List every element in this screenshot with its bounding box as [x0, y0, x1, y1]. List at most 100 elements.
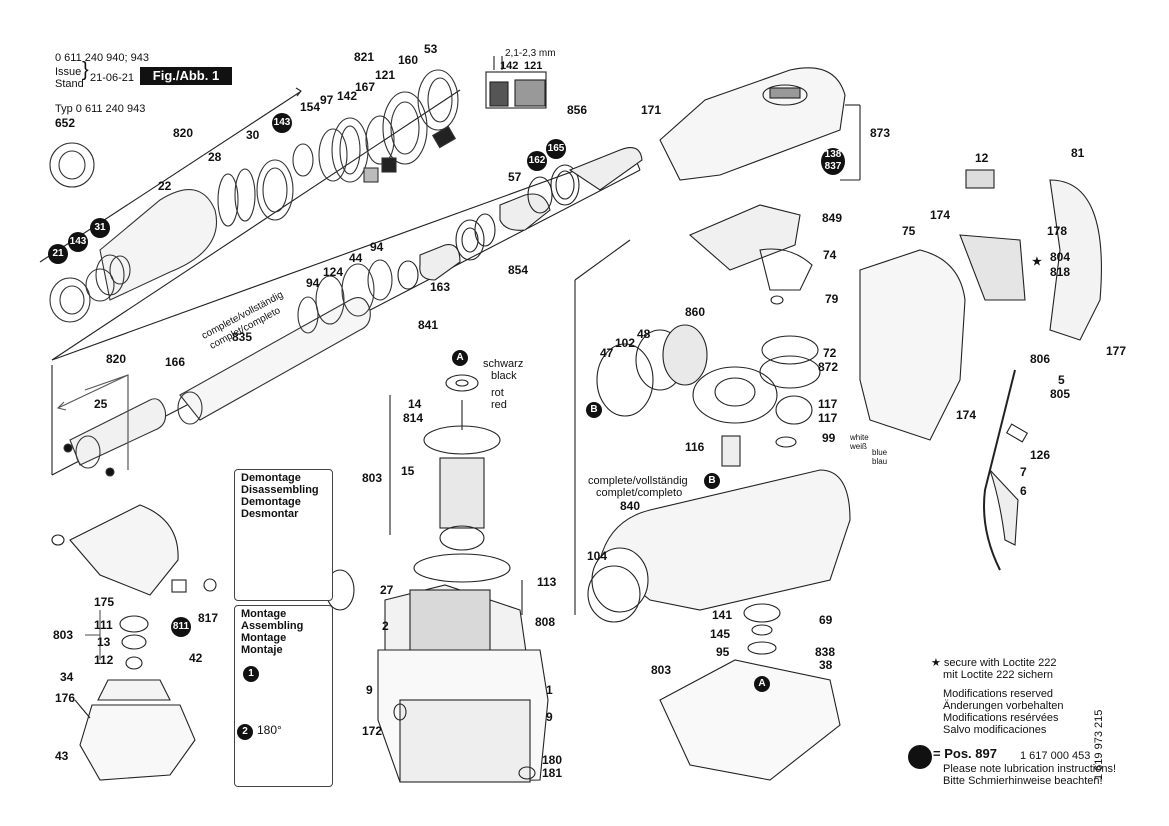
panel-line: Montage — [241, 608, 287, 620]
part-label: 820 — [106, 352, 127, 366]
callout-bubble: A — [452, 350, 468, 366]
handle-parts — [859, 169, 1102, 571]
wire-color-label: black — [491, 370, 517, 382]
part-label: 124 — [323, 265, 344, 279]
dimension-label: 2,1-2,3 mm — [505, 48, 556, 59]
part-label: 145 — [710, 627, 731, 641]
part-label: 838 — [815, 645, 836, 659]
switch-parts — [688, 204, 813, 305]
dimension-inset — [485, 56, 547, 109]
callout-text: 837 — [824, 161, 842, 172]
part-label: 94 — [370, 240, 384, 254]
hammer-tube — [63, 259, 393, 477]
gear-housing — [574, 239, 851, 781]
wire-color-label: weiß — [850, 442, 867, 451]
part-label: 43 — [55, 749, 69, 763]
part-label: 42 — [189, 651, 203, 665]
callout-bubble: A — [754, 676, 770, 692]
brush-holder — [51, 504, 217, 596]
part-label: 2 — [382, 619, 389, 633]
part-label: 856 — [567, 103, 588, 117]
part-label: 142 — [500, 60, 519, 72]
modification-note: Änderungen vorbehalten — [943, 700, 1064, 712]
panel-line: Montage — [241, 632, 287, 644]
part-label: 104 — [587, 549, 608, 563]
part-label: 111 — [94, 618, 113, 632]
type-label: Typ 0 611 240 943 — [55, 103, 146, 115]
part-label: 102 — [615, 336, 636, 350]
pos-label: = Pos. 897 — [933, 746, 997, 761]
callout-bubble: B — [586, 402, 602, 418]
armature — [389, 374, 523, 615]
callout-bubble: 143 — [272, 113, 292, 133]
part-label: 163 — [430, 280, 451, 294]
handle-cover — [659, 67, 861, 181]
loctite-note: mit Loctite 222 sichern — [943, 669, 1054, 681]
wire-color-label: white — [850, 433, 869, 442]
part-label: 177 — [1106, 344, 1127, 358]
wire-color-label: rot — [491, 387, 504, 399]
part-label: 818 — [1050, 265, 1071, 279]
part-label: 806 — [1030, 352, 1051, 366]
step-bubble: 2 — [237, 724, 253, 740]
part-label: 6 — [1020, 484, 1027, 498]
montage-panel: Montage Assembling Montage Montaje 1 2 1… — [234, 605, 333, 787]
part-label: 814 — [403, 411, 424, 425]
angle-label: 180° — [257, 723, 282, 737]
part-label: 808 — [535, 615, 556, 629]
part-label: 175 — [94, 595, 115, 609]
wire-color-label: blue — [872, 448, 888, 457]
panel-line: Demontage — [241, 496, 301, 508]
part-label: 95 — [716, 645, 730, 659]
part-label: 805 — [1050, 387, 1071, 401]
wire-color-label: blau — [872, 457, 888, 466]
callout-bubble: 138 837 — [821, 148, 845, 175]
part-label: 180 — [542, 753, 563, 767]
lubrication-note: Please note lubrication instructions! — [943, 763, 1117, 775]
part-label: 25 — [94, 397, 108, 411]
part-label: 141 — [712, 608, 733, 622]
part-label: 97 — [320, 93, 334, 107]
part-label: 74 — [823, 248, 837, 262]
part-label: 9 — [546, 710, 553, 724]
figure-label: Fig./Abb. 1 — [140, 67, 232, 85]
part-label: 34 — [60, 670, 74, 684]
part-label: 872 — [818, 360, 839, 374]
part-label: 79 — [825, 292, 839, 306]
part-label: 69 — [819, 613, 833, 627]
callout-bubble: 165 — [546, 139, 566, 159]
part-label: 873 — [870, 126, 891, 140]
issue-label: Issue — [55, 66, 82, 78]
part-label: 840 — [620, 499, 641, 513]
modification-note: Modifications resérvées — [943, 712, 1059, 724]
part-label: 142 — [337, 89, 358, 103]
part-label: 53 — [424, 42, 438, 56]
part-label: 167 — [355, 80, 376, 94]
part-label: 172 — [362, 724, 383, 738]
lubrication-note: Bitte Schmierhinweise beachten! — [943, 775, 1103, 787]
part-label: 72 — [823, 346, 837, 360]
motor-bracket — [56, 374, 129, 660]
drill-chuck — [49, 69, 459, 323]
loctite-text: secure with Loctite 222 — [943, 657, 1057, 669]
complete-note: complete/vollständig — [588, 475, 688, 487]
part-label: 1 — [546, 683, 553, 697]
wire-color-label: red — [491, 399, 507, 411]
panel-line: Disassembling — [241, 484, 319, 496]
spindle-parts — [397, 147, 643, 290]
callout-text: 138 — [824, 149, 842, 160]
part-label: 121 — [375, 68, 396, 82]
part-label: 160 — [398, 53, 419, 67]
part-label: 117 — [818, 397, 838, 411]
part-label: 14 — [408, 397, 422, 411]
part-label: 804 — [1050, 250, 1071, 264]
part-label: 30 — [246, 128, 260, 142]
modification-note: Modifications reserved — [943, 688, 1054, 700]
part-label: 117 — [818, 411, 838, 425]
callout-bubble: 162 — [527, 151, 547, 171]
part-label: 13 — [97, 635, 111, 649]
part-label: 94 — [306, 276, 320, 290]
issue-brace: } — [82, 59, 89, 81]
part-label: 174 — [956, 408, 977, 422]
panel-line: Desmontar — [241, 508, 299, 520]
